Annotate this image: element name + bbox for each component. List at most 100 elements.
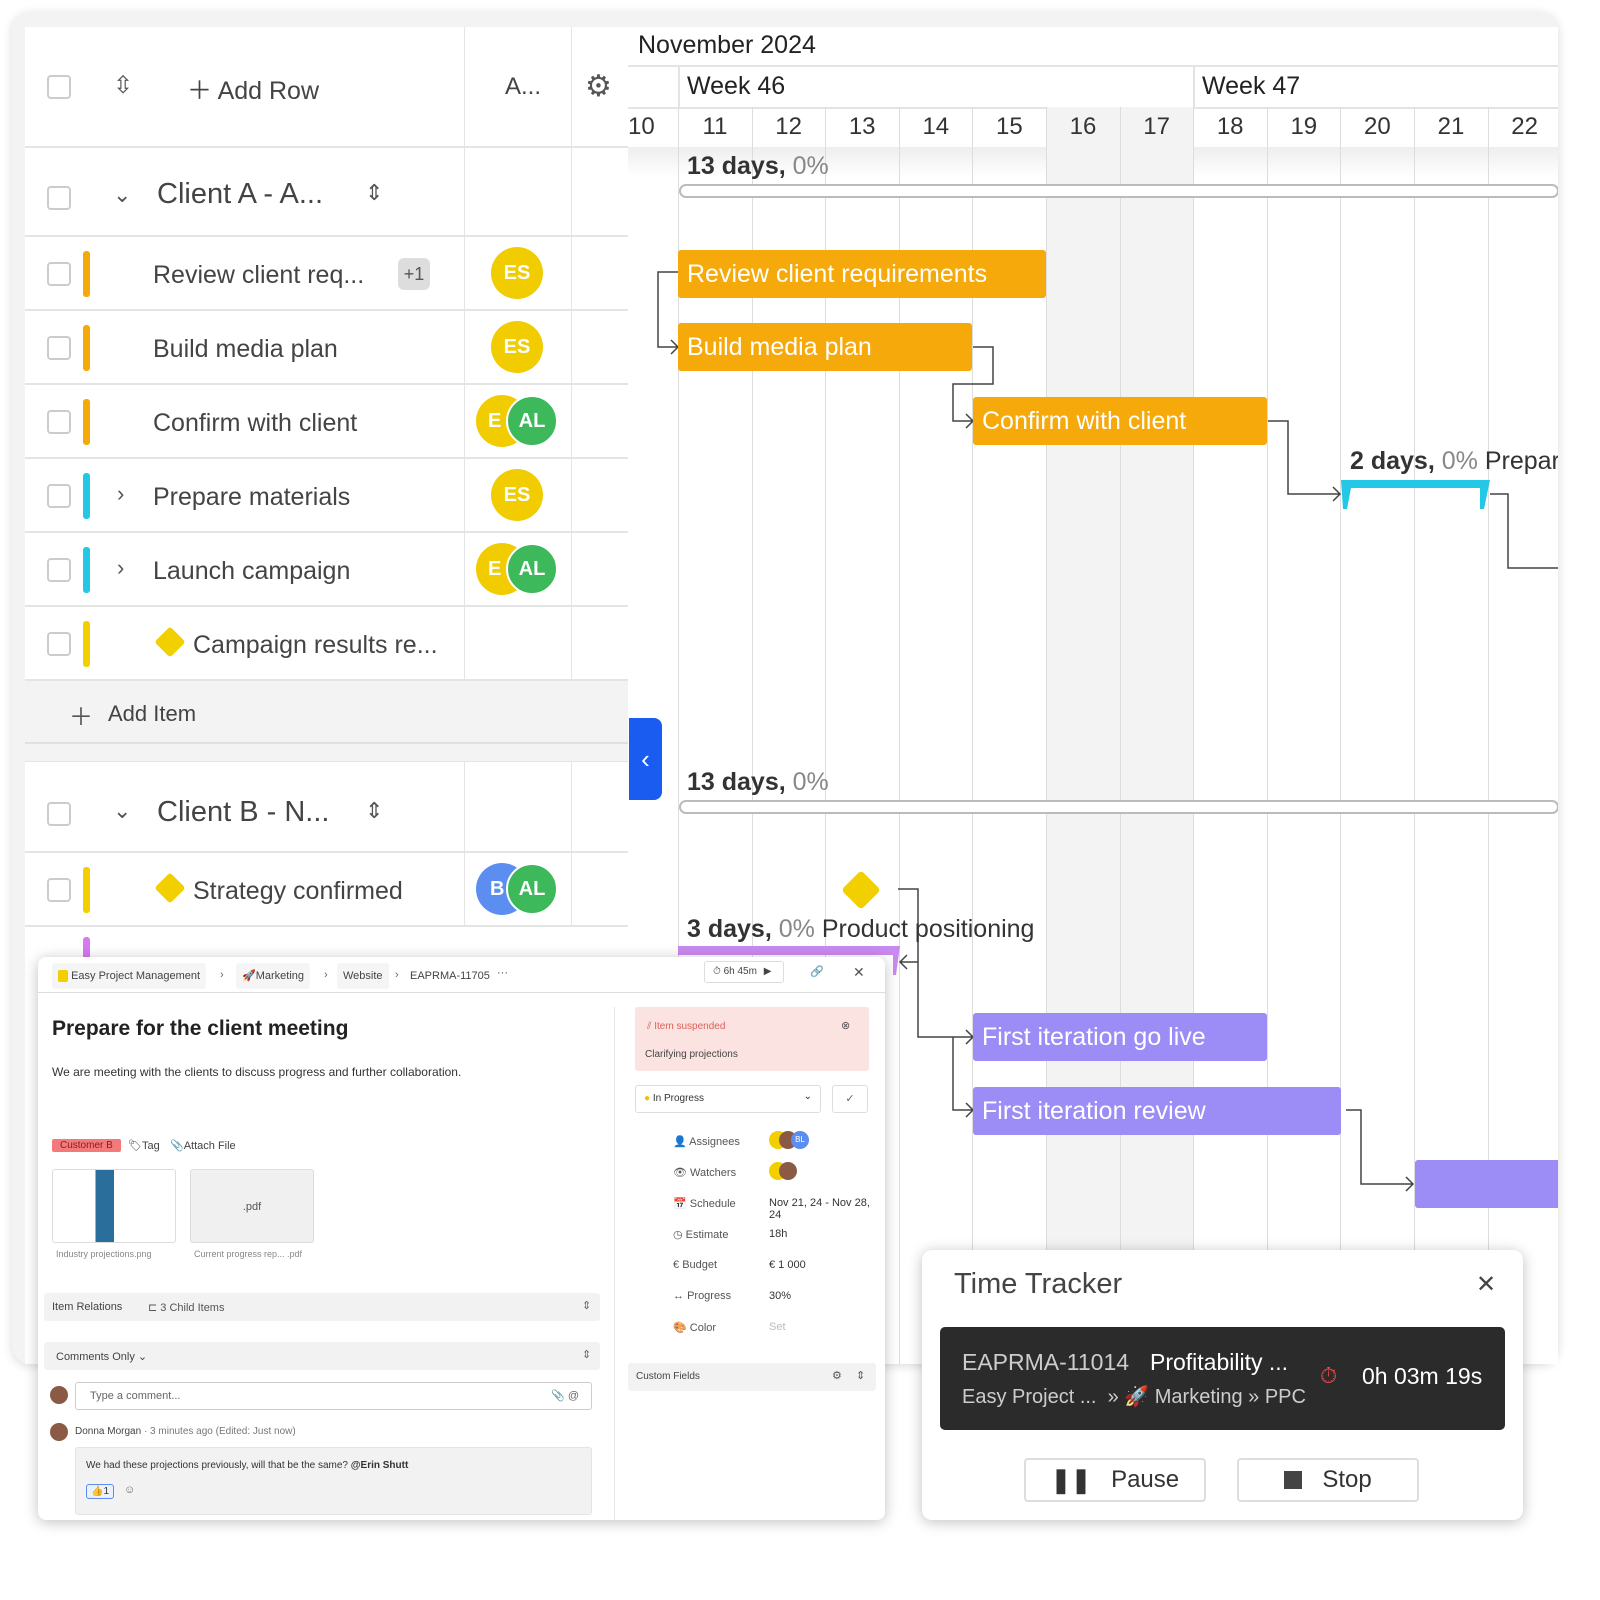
checkbox[interactable] [47,262,71,286]
avatar[interactable]: AL [506,395,558,447]
close-circle-icon[interactable]: ⊗ [841,1020,851,1032]
expand-icon[interactable]: ⇕ [856,1370,866,1382]
pause-button[interactable]: ❚❚Pause [1024,1458,1206,1502]
sort-icon[interactable]: ⇕ [365,798,384,823]
comments-filter[interactable]: Comments Only ⌄ [56,1351,148,1363]
breadcrumb-item-id[interactable]: EAPRMA-11705 [410,970,490,982]
task-row[interactable]: › Launch campaign E AL [25,533,628,607]
avatar[interactable]: ES [491,321,543,373]
avatar[interactable] [779,1162,797,1180]
stop-label: Stop [1322,1466,1372,1493]
sort-icon[interactable]: ⇕ [365,180,384,205]
select-all-checkbox[interactable] [47,75,71,99]
extra-count-badge[interactable]: +1 [398,258,430,290]
expand-icon[interactable]: ⇕ [582,1300,592,1312]
summary-days: 13 days, [687,152,786,180]
complete-button[interactable]: ✓ [832,1085,868,1113]
checkbox[interactable] [47,878,71,902]
link-icon[interactable]: 🔗 [810,966,824,978]
custom-fields-section[interactable]: Custom Fields ⚙ ⇕ [628,1363,876,1391]
comment-bubble: We had these projections previously, wil… [75,1447,592,1515]
assignee-column-header[interactable]: A... [505,73,542,100]
chevron-down-icon[interactable]: ⌄ [113,798,132,823]
breadcrumb-marketing[interactable]: 🚀Marketing [236,963,310,989]
checkbox[interactable] [47,336,71,360]
field-value-budget[interactable]: € 1 000 [769,1259,806,1271]
task-row[interactable]: Campaign results re... [25,607,628,681]
group-row-client-a[interactable]: ⌄ Client A - A... ⇕ [25,148,628,237]
gantt-bar-review-client-requirements[interactable]: Review client requirements [678,250,1046,298]
avatar[interactable]: AL [506,543,558,595]
play-icon[interactable]: ▶ [763,966,772,977]
avatar[interactable]: AL [506,863,558,915]
comment-input[interactable]: Type a comment...📎 @ [75,1382,592,1410]
task-row[interactable]: Confirm with client E AL [25,385,628,459]
mention-icon[interactable]: 📎 @ [551,1390,579,1402]
comment-author[interactable]: Donna Morgan [75,1426,142,1437]
task-title[interactable]: Prepare for the client meeting [52,1017,349,1040]
avatar[interactable]: ES [491,247,543,299]
close-icon[interactable]: ✕ [1476,1271,1497,1298]
add-tag-button[interactable]: 🏷Tag [128,1139,160,1152]
collapse-icon[interactable]: ⇕ [582,1349,592,1361]
relations-label: Item Relations [52,1301,123,1313]
custom-fields-label: Custom Fields [636,1371,700,1382]
gantt-bar-first-iteration-go-live[interactable]: First iteration go live [973,1013,1267,1061]
checkbox[interactable] [47,632,71,656]
gantt-bar-first-iteration-review[interactable]: First iteration review [973,1087,1341,1135]
elapsed-time: 0h 03m 19s [1362,1363,1483,1389]
chevron-down-icon[interactable]: ⌄ [113,182,132,207]
task-description[interactable]: We are meeting with the clients to discu… [52,1065,462,1079]
task-row[interactable]: › Prepare materials ES [25,459,628,533]
checkbox[interactable] [47,558,71,582]
attach-file-button[interactable]: 📎Attach File [170,1139,236,1152]
checkbox[interactable] [47,802,71,826]
close-icon[interactable]: ✕ [853,964,865,980]
field-value-progress[interactable]: 30% [769,1290,792,1302]
timer-button[interactable]: ⏱ 6h 45m ▶ [704,961,784,983]
comments-section[interactable]: Comments Only ⌄ ⇕ [44,1342,600,1370]
field-value-estimate[interactable]: 18h [769,1228,788,1240]
status-select[interactable]: ● In Progress⌄ [635,1085,821,1113]
attach-label: Attach File [183,1140,236,1152]
task-row[interactable]: Review client req... +1 ES [25,237,628,311]
group-row-client-b[interactable]: ⌄ Client B - N... ⇕ [25,761,628,853]
gantt-bar-build-media-plan[interactable]: Build media plan [678,323,972,371]
comment-time: · 3 minutes ago (Edited: Just now) [143,1426,296,1437]
reaction-thumbs-up[interactable]: 👍1 [86,1484,115,1499]
checkbox[interactable] [47,410,71,434]
avatar[interactable]: ES [491,469,543,521]
gantt-bar-confirm-with-client[interactable]: Confirm with client [973,397,1267,445]
stop-button[interactable]: Stop [1237,1458,1419,1502]
collapse-all-icon[interactable]: ⇳ [113,72,134,99]
color-strip [83,867,90,913]
field-value-schedule[interactable]: Nov 21, 24 - Nov 28, 24 [769,1197,870,1221]
avatar[interactable]: BL [791,1131,809,1149]
item-relations-section[interactable]: Item Relations ⊏ 3 Child Items ⇕ [44,1293,600,1321]
breadcrumb-website[interactable]: Website [337,963,389,989]
tag-label: Tag [141,1140,160,1152]
collapse-panel-button[interactable]: ‹ [629,718,662,800]
gear-icon[interactable]: ⚙ [585,70,612,103]
task-row[interactable]: Build media plan ES [25,311,628,385]
file-thumbnail-pdf[interactable]: .pdf [190,1169,314,1243]
field-value-watchers[interactable] [769,1162,797,1183]
task-row[interactable]: Strategy confirmed B AL [25,853,628,927]
add-row-button[interactable]: ＋ Add Row [187,71,319,107]
chevron-right-icon[interactable]: › [117,481,125,506]
more-icon[interactable]: ··· [497,967,508,979]
active-timer-card[interactable]: EAPRMA-11014 Profitability ... Easy Proj… [940,1327,1505,1430]
gear-icon[interactable]: ⚙ [832,1370,842,1382]
gantt-bar-next[interactable] [1415,1160,1558,1208]
comment-mention[interactable]: @Erin Shutt [350,1460,409,1471]
checkbox[interactable] [47,186,71,210]
chevron-right-icon[interactable]: › [117,555,125,580]
tag-customer-b[interactable]: Customer B [52,1139,121,1152]
checkbox[interactable] [47,484,71,508]
file-thumbnail-png[interactable] [52,1169,176,1243]
breadcrumb-project[interactable]: Easy Project Management [52,963,207,989]
field-value-color[interactable]: Set [769,1321,786,1333]
field-value-assignees[interactable]: BL [769,1131,809,1152]
add-reaction-icon[interactable]: ☺ [124,1484,136,1496]
add-item-button[interactable]: ＋ Add Item [25,681,628,744]
